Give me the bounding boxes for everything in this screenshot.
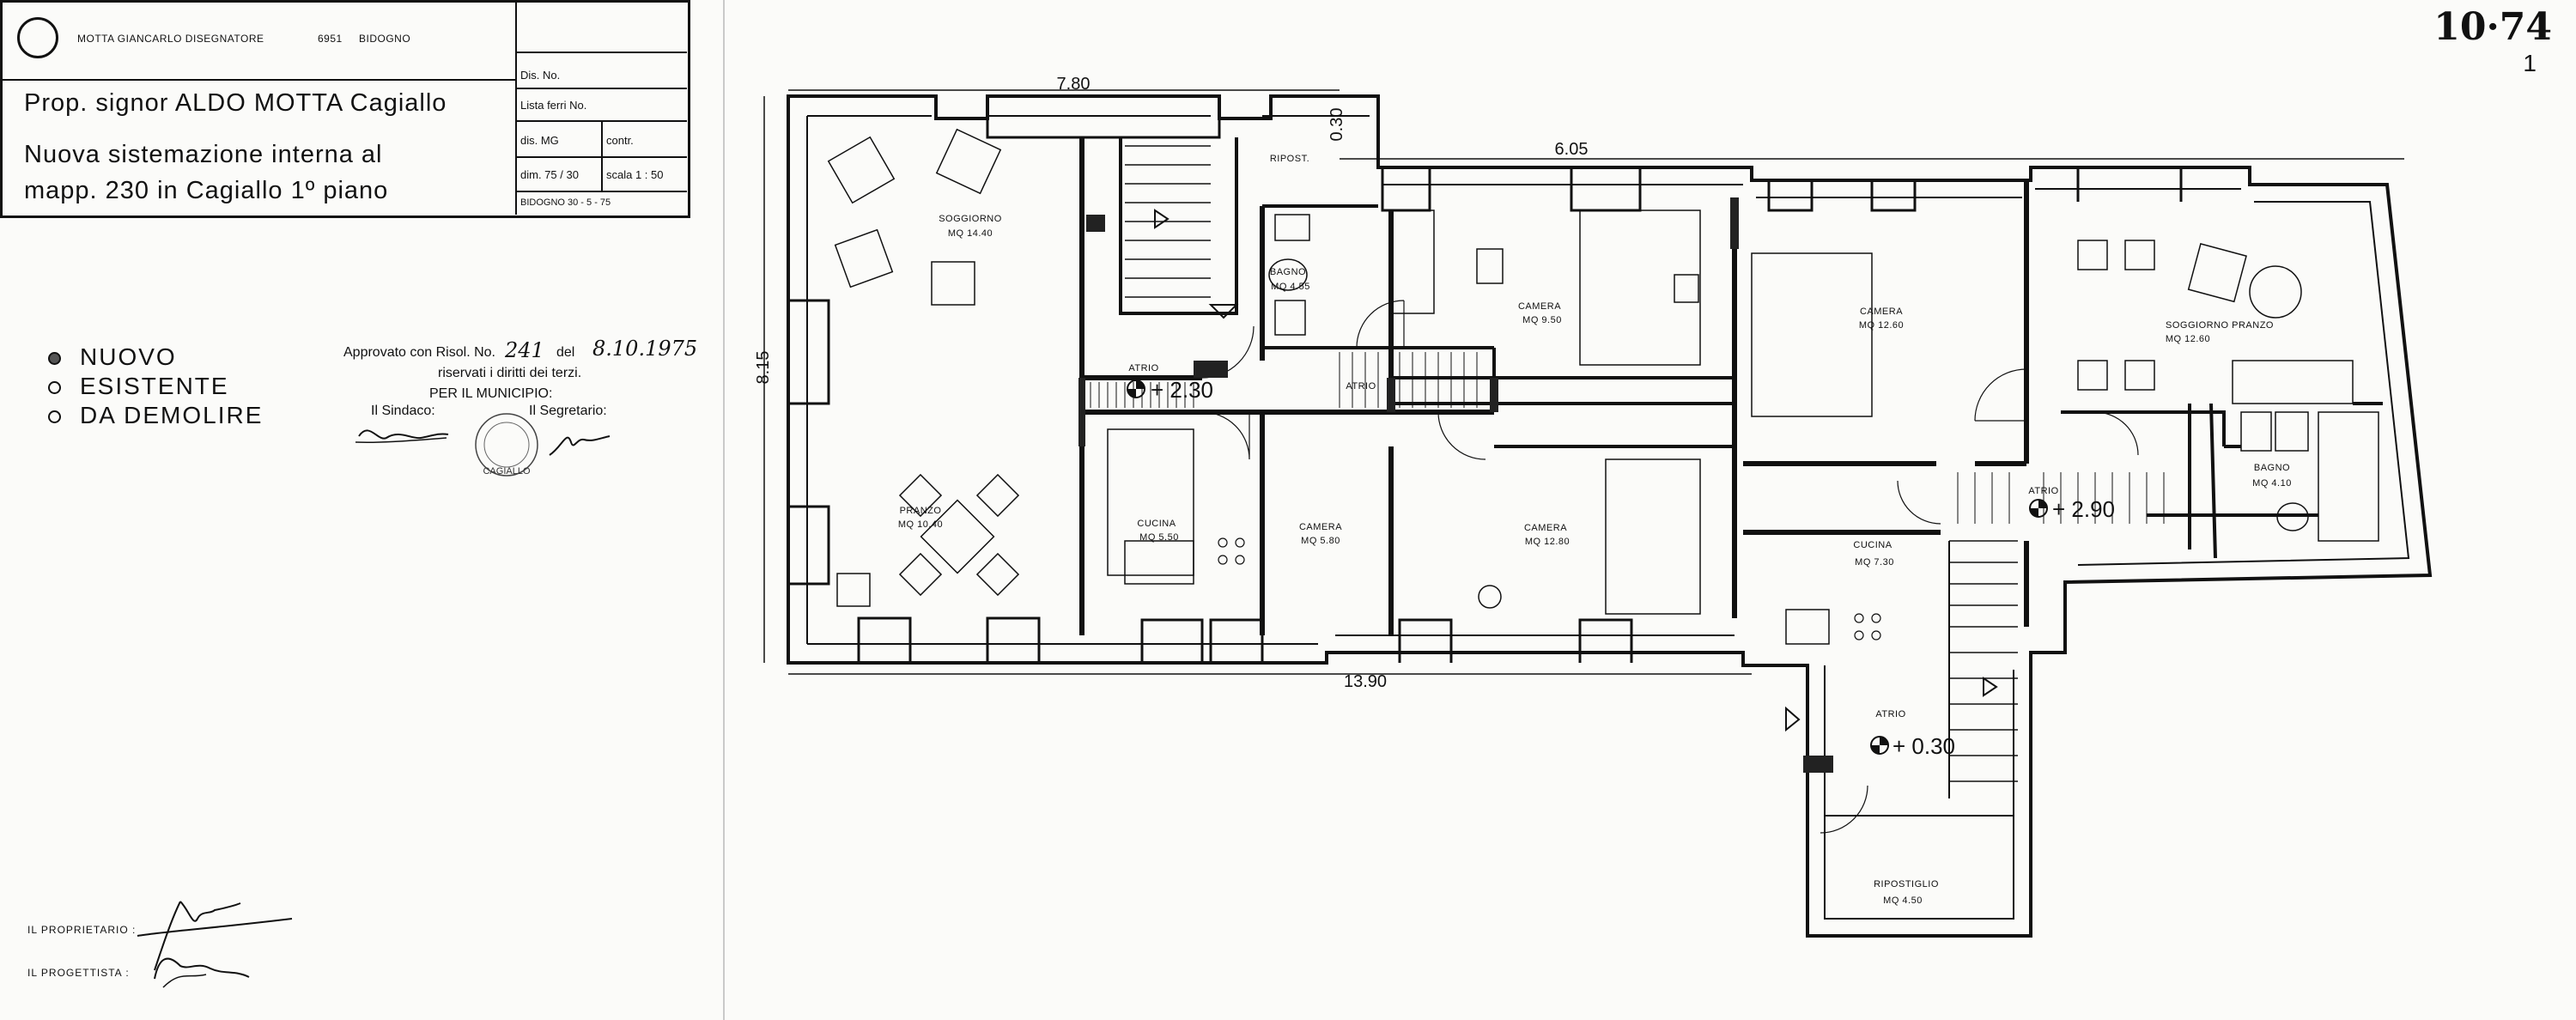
description-line-2: mapp. 230 in Cagiallo 1º piano: [24, 177, 389, 204]
room-atrio-1: ATRIO: [1128, 363, 1158, 373]
contr-label: contr.: [606, 134, 634, 147]
dis-label: dis. MG: [520, 134, 559, 147]
room-camera-4: CAMERA: [1860, 307, 1903, 317]
room-bagno-1-area: MQ 4.55: [1271, 282, 1310, 292]
dis-no-label: Dis. No.: [520, 69, 561, 82]
room-camera-2-area: MQ 9.50: [1522, 315, 1562, 325]
room-bagno-2: BAGNO: [2254, 463, 2290, 473]
dim-left: 8.15: [754, 351, 773, 385]
level-marker-1: + 2.30: [1127, 377, 1213, 403]
room-pranzo: PRANZO: [900, 506, 942, 516]
legend-item-da-demolire: DA DEMOLIRE: [48, 402, 263, 429]
dim-small: 0.30: [1327, 108, 1346, 142]
risol-date: 8.10.1975: [592, 337, 698, 361]
municipal-stamp-and-signatures: CAGIALLO: [355, 413, 611, 477]
room-camera-3-area: MQ 12.80: [1525, 537, 1570, 547]
sheet-fold-line: [723, 0, 725, 1020]
approval-prefix: Approvato con Risol. No.: [343, 345, 495, 360]
description-line-1: Nuova sistemazione interna al: [24, 141, 383, 168]
open-circle-icon: [48, 410, 61, 424]
studio-name: MOTTA GIANCARLO DISEGNATORE: [77, 33, 264, 45]
dim-top-left: 7.80: [1057, 75, 1091, 94]
stamp-text: CAGIALLO: [483, 466, 530, 477]
room-soggiorno: SOGGIORNO: [939, 214, 1002, 224]
dim-label: dim. 75 / 30: [520, 168, 579, 181]
progettista-label: IL PROGETTISTA :: [27, 967, 130, 979]
svg-text:+ 0.30: + 0.30: [1893, 733, 1955, 759]
dim-top-right: 6.05: [1555, 140, 1589, 159]
room-camera-1: CAMERA: [1299, 522, 1342, 532]
room-soggiorno-pranzo: SOGGIORNO PRANZO: [2166, 320, 2274, 331]
room-cucina-2-area: MQ 7.30: [1855, 557, 1894, 568]
room-atrio-4: ATRIO: [1875, 709, 1905, 719]
room-cucina-1: CUCINA: [1137, 519, 1176, 529]
room-atrio-2: ATRIO: [1346, 381, 1376, 392]
level-marker-3: + 0.30: [1870, 733, 1955, 759]
room-pranzo-area: MQ 10.40: [898, 519, 943, 530]
room-camera-1-area: MQ 5.80: [1301, 536, 1340, 546]
drawing-number: 10·74: [2433, 5, 2552, 49]
filled-circle-icon: [48, 352, 61, 366]
approval-del: del: [556, 345, 575, 360]
dis-no-value: 1: [2523, 50, 2537, 76]
room-cucina-2: CUCINA: [1853, 540, 1892, 550]
open-circle-icon: [48, 381, 61, 395]
room-ripostiglio: RIPOSTIGLIO: [1874, 879, 1939, 889]
room-bagno-1: BAGNO: [1270, 267, 1306, 277]
date-line: BIDOGNO 30 - 5 - 75: [520, 197, 611, 208]
level-marker-2: + 2.90: [2029, 496, 2115, 522]
approval-segretario: Il Segretario:: [529, 404, 607, 418]
approval-sindaco: Il Sindaco:: [371, 404, 435, 418]
svg-text:+ 2.30: + 2.30: [1151, 377, 1213, 403]
room-camera-2: CAMERA: [1518, 301, 1561, 312]
svg-text:+ 2.90: + 2.90: [2052, 496, 2115, 522]
room-camera-4-area: MQ 12.60: [1859, 320, 1904, 331]
title-block: MOTTA GIANCARLO DISEGNATORE 6951 BIDOGNO…: [0, 0, 2552, 218]
room-soggiorno-area: MQ 14.40: [948, 228, 993, 239]
approval-municipio: PER IL MUNICIPIO:: [429, 386, 553, 401]
scala-label: scala 1 : 50: [606, 168, 664, 181]
room-ripostiglio-area: MQ 4.50: [1883, 896, 1923, 906]
proprietario-label: IL PROPRIETARIO :: [27, 924, 137, 936]
approval-riservati: riservati i diritti dei terzi.: [438, 366, 582, 380]
studio-town: BIDOGNO: [359, 33, 411, 45]
room-bagno-2-area: MQ 4.10: [2252, 478, 2292, 489]
dim-bottom: 13.90: [1344, 672, 1387, 691]
room-atrio-3: ATRIO: [2028, 486, 2058, 496]
studio-logo-circle: [17, 17, 58, 58]
lista-ferri-label: Lista ferri No.: [520, 99, 587, 112]
handwritten-signatures: [137, 901, 293, 988]
room-cucina-1-area: MQ 5.50: [1139, 532, 1179, 543]
studio-postcode: 6951: [318, 33, 343, 45]
legend-item-nuovo: NUOVO: [48, 343, 177, 371]
room-soggiorno-pranzo-area: MQ 12.60: [2166, 334, 2210, 344]
owner-line: Prop. signor ALDO MOTTA Cagiallo: [24, 89, 447, 117]
risol-number: 241: [505, 338, 544, 362]
legend-item-esistente: ESISTENTE: [48, 373, 229, 400]
room-ripost: RIPOST.: [1270, 154, 1309, 164]
room-camera-3: CAMERA: [1524, 523, 1567, 533]
